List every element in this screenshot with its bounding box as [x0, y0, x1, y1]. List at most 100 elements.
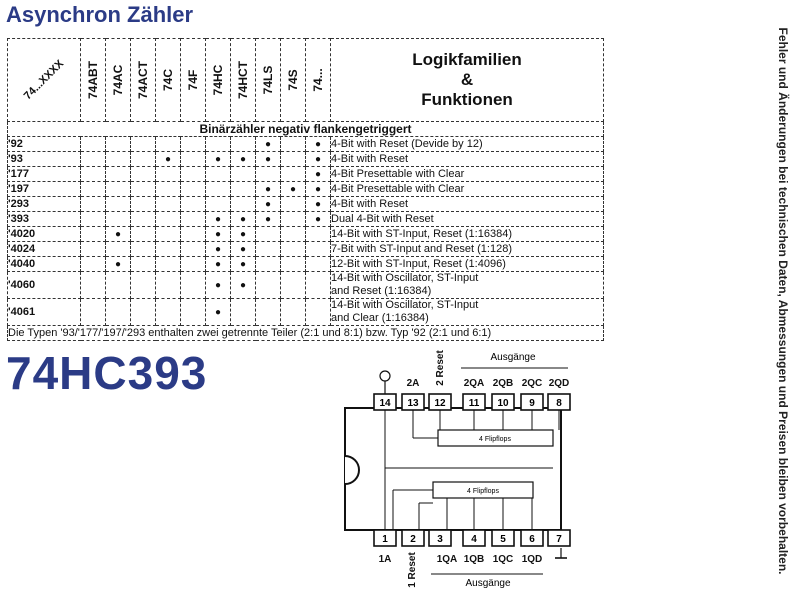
empty-cell: [155, 181, 181, 197]
empty-cell: [180, 211, 206, 227]
empty-cell: [230, 181, 256, 197]
availability-dot: ●: [105, 256, 131, 272]
availability-dot: ●: [205, 151, 231, 167]
pin-number: 10: [497, 398, 509, 409]
empty-cell: [80, 256, 106, 272]
pin-number: 7: [556, 534, 562, 545]
empty-cell: [180, 298, 206, 326]
pin-number: 13: [407, 398, 419, 409]
availability-dot: ●: [155, 151, 181, 167]
empty-cell: [230, 196, 256, 212]
pin-label: 2QC: [522, 378, 543, 389]
function-text: 7-Bit with ST-Input and Reset (1:128): [331, 242, 512, 255]
table-row: '393●●●●Dual 4-Bit with Reset: [7, 211, 604, 227]
pin-label-rotated: 2 Reset: [435, 350, 446, 386]
availability-dot: ●: [205, 256, 231, 272]
top-group-label: Ausgänge: [490, 352, 535, 363]
part-number: 74HC393: [6, 347, 208, 399]
type-cell: '4040: [7, 256, 81, 272]
type-cell: '197: [7, 181, 81, 197]
pin-number: 3: [437, 534, 443, 545]
empty-cell: [130, 211, 156, 227]
table-row: '4024●●7-Bit with ST-Input and Reset (1:…: [7, 241, 604, 257]
empty-cell: [230, 298, 256, 326]
section-row: Binärzähler negativ flankengetriggert: [7, 121, 604, 137]
availability-dot: ●: [305, 181, 331, 197]
availability-dot: ●: [105, 226, 131, 242]
internal-wiring: [384, 408, 560, 530]
empty-cell: [180, 136, 206, 152]
table-row: '177●4-Bit Presettable with Clear: [7, 166, 604, 182]
type-cell: '4060: [7, 271, 81, 299]
empty-cell: [180, 256, 206, 272]
empty-cell: [105, 166, 131, 182]
empty-cell: [180, 166, 206, 182]
top-pin: 8: [547, 393, 571, 411]
logic-family-table: 74...XXXX 74ABT 74AC 74ACT 74C 74F 74HC …: [7, 38, 604, 341]
family-header: 74S: [280, 38, 306, 122]
empty-cell: [130, 271, 156, 299]
bottom-pin: 3: [428, 529, 452, 547]
pin-label: 1A: [379, 554, 392, 565]
empty-cell: [155, 256, 181, 272]
pin-number: 8: [556, 398, 562, 409]
empty-cell: [255, 298, 281, 326]
pin-number: 4: [471, 534, 477, 545]
empty-cell: [280, 298, 306, 326]
empty-cell: [105, 241, 131, 257]
functions-header: Logikfamilien & Funktionen: [330, 38, 604, 122]
empty-cell: [255, 271, 281, 299]
empty-cell: [130, 226, 156, 242]
empty-cell: [230, 136, 256, 152]
empty-cell: [105, 298, 131, 326]
empty-cell: [305, 226, 331, 242]
empty-cell: [205, 166, 231, 182]
availability-dot: ●: [205, 241, 231, 257]
pin-label: 1QB: [464, 554, 485, 565]
availability-dot: ●: [230, 256, 256, 272]
empty-cell: [155, 196, 181, 212]
availability-dot: ●: [255, 136, 281, 152]
function-text: 14-Bit with ST-Input, Reset (1:16384): [331, 227, 512, 240]
function-text: 14-Bit with Oscillator, ST-Input: [331, 272, 479, 285]
bottom-pin: 7: [547, 529, 571, 547]
function-text: 4-Bit with Reset: [331, 152, 409, 165]
empty-cell: [205, 196, 231, 212]
pin-number: 12: [434, 398, 446, 409]
empty-cell: [80, 298, 106, 326]
top-pin: 9: [520, 393, 544, 411]
empty-cell: [255, 256, 281, 272]
empty-cell: [105, 181, 131, 197]
pin-label: 2QB: [493, 378, 514, 389]
availability-dot: ●: [305, 151, 331, 167]
empty-cell: [230, 166, 256, 182]
empty-cell: [105, 136, 131, 152]
empty-cell: [305, 256, 331, 272]
empty-cell: [130, 166, 156, 182]
family-header: 74F: [180, 38, 206, 122]
empty-cell: [155, 166, 181, 182]
function-cell: 12-Bit with ST-Input, Reset (1:4096): [330, 256, 604, 272]
empty-cell: [130, 256, 156, 272]
empty-cell: [280, 151, 306, 167]
empty-cell: [155, 298, 181, 326]
page-title: Asynchron Zähler: [6, 2, 194, 27]
empty-cell: [80, 136, 106, 152]
availability-dot: ●: [255, 151, 281, 167]
empty-cell: [155, 211, 181, 227]
pin-number: 2: [410, 534, 416, 545]
top-pin: 13: [401, 393, 425, 411]
family-header: 74ABT: [80, 38, 106, 122]
pin-label: 2QA: [464, 378, 485, 389]
side-disclaimer: Fehler und Änderungen bei technischen Da…: [776, 27, 790, 574]
availability-dot: ●: [280, 181, 306, 197]
empty-cell: [80, 181, 106, 197]
empty-cell: [180, 241, 206, 257]
table-header-row: 74...XXXX 74ABT 74AC 74ACT 74C 74F 74HC …: [7, 38, 604, 122]
type-cell: '92: [7, 136, 81, 152]
type-cell: '4061: [7, 298, 81, 326]
type-column-header: 74...XXXX: [7, 38, 81, 122]
